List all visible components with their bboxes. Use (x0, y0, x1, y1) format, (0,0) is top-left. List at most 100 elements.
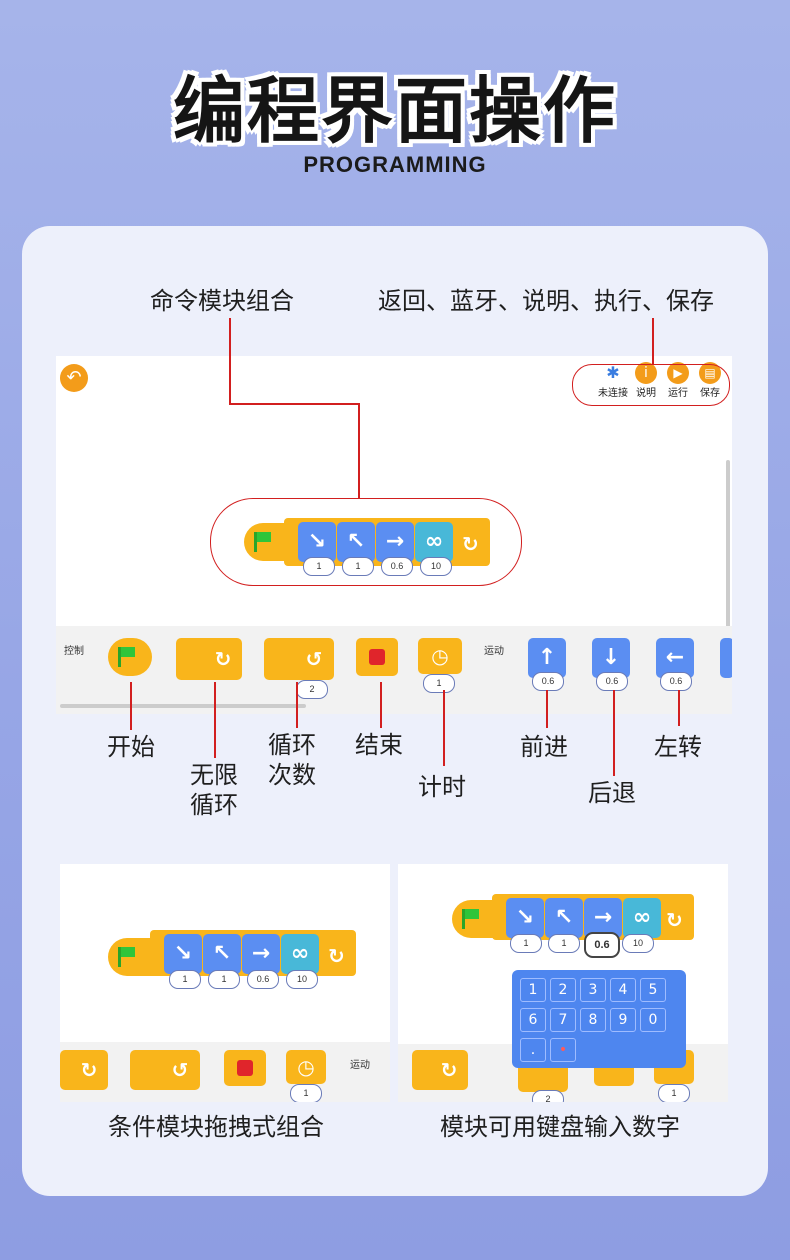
palette-stop-block[interactable] (356, 638, 398, 676)
palette-repeat-block[interactable]: ↺ (264, 638, 334, 680)
program-block-3[interactable]: → (376, 522, 414, 562)
label-toolbar: 返回、蓝牙、说明、执行、保存 (378, 287, 714, 315)
backward-pill[interactable]: 0.6 (596, 672, 628, 691)
info-icon: i (635, 362, 657, 384)
palette-start-block[interactable] (108, 638, 152, 676)
horizontal-scrollbar[interactable] (60, 704, 306, 708)
timer-pill[interactable]: 1 (658, 1084, 690, 1102)
category-motion[interactable]: 运动 (350, 1060, 370, 1071)
loop-icon: ↻ (328, 944, 345, 968)
page-title: 编程界面操作 (172, 69, 617, 153)
label-end: 结束 (355, 731, 403, 759)
page-subtitle: PROGRAMMING (303, 152, 487, 177)
category-control[interactable]: 控制 (64, 646, 84, 657)
drag-demo-screen: ↻ ↘ ↖ → ∞ 1 1 0.6 10 ↻ ↺ ◷ 1 运动 (60, 864, 390, 1102)
run-button[interactable]: ▶ 运行 (666, 362, 690, 399)
connector-line (380, 682, 382, 728)
program-block-2[interactable]: ↖ (203, 934, 241, 974)
keyboard-demo-screen: ↻ ↘ ↖ → ∞ 1 1 0.6 10 ↻ 2 1 1 2 3 4 5 6 7… (398, 864, 728, 1102)
key-0[interactable]: 0 (640, 1008, 666, 1032)
program-block-3[interactable]: → (584, 898, 622, 938)
label-backward: 后退 (588, 779, 636, 807)
connector-line (358, 403, 360, 499)
connector-line (546, 690, 548, 728)
vertical-scrollbar[interactable] (726, 460, 730, 630)
value-pill[interactable]: 1 (548, 934, 580, 953)
label-start: 开始 (107, 733, 155, 761)
left-pill[interactable]: 0.6 (660, 672, 692, 691)
label-timer: 计时 (418, 773, 466, 801)
palette-stop-block[interactable] (224, 1050, 266, 1086)
bluetooth-button[interactable]: ✱ 未连接 (598, 362, 628, 399)
palette-forever-block[interactable]: ↻ (176, 638, 242, 680)
value-pill[interactable]: 1 (208, 970, 240, 989)
label-forward: 前进 (520, 733, 568, 761)
palette-forever-block[interactable]: ↻ (60, 1050, 108, 1090)
palette-timer-block[interactable]: ◷ (286, 1050, 326, 1084)
label-loop-count: 循环次数 (268, 731, 316, 789)
key-delete[interactable]: • (550, 1038, 576, 1062)
connector-line (214, 682, 216, 758)
repeat-count-pill[interactable]: 2 (296, 680, 328, 699)
key-dot[interactable]: . (520, 1038, 546, 1062)
key-3[interactable]: 3 (580, 978, 606, 1002)
key-7[interactable]: 7 (550, 1008, 576, 1032)
palette-right-block[interactable] (720, 638, 732, 678)
program-block-4[interactable]: ∞ (623, 898, 661, 938)
number-keypad: 1 2 3 4 5 6 7 8 9 0 . • (512, 970, 686, 1068)
value-pill[interactable]: 1 (342, 557, 374, 576)
value-pill[interactable]: 1 (510, 934, 542, 953)
program-block-1[interactable]: ↘ (164, 934, 202, 974)
info-button[interactable]: i 说明 (634, 362, 658, 399)
key-2[interactable]: 2 (550, 978, 576, 1002)
value-pill[interactable]: 1 (303, 557, 335, 576)
back-button[interactable]: ↶ (60, 364, 88, 392)
program-block-1[interactable]: ↘ (506, 898, 544, 938)
value-pill[interactable]: 10 (420, 557, 452, 576)
palette-timer-block[interactable]: ◷ (418, 638, 462, 674)
bluetooth-icon: ✱ (606, 363, 620, 382)
palette-repeat-block[interactable]: ↺ (130, 1050, 200, 1090)
key-1[interactable]: 1 (520, 978, 546, 1002)
connector-line (296, 682, 298, 728)
value-pill[interactable]: 0.6 (381, 557, 413, 576)
palette-backward-block[interactable]: ↓ (592, 638, 630, 678)
run-label: 运行 (668, 388, 688, 399)
program-block-4[interactable]: ∞ (415, 522, 453, 562)
connector-line (652, 318, 654, 364)
start-flag-block[interactable] (452, 900, 498, 938)
value-pill[interactable]: 0.6 (247, 970, 279, 989)
palette-forward-block[interactable]: ↑ (528, 638, 566, 678)
caption-right: 模块可用键盘输入数字 (440, 1113, 680, 1141)
start-flag-block[interactable] (108, 938, 154, 976)
key-9[interactable]: 9 (610, 1008, 636, 1032)
program-block-1[interactable]: ↘ (298, 522, 336, 562)
program-highlight (210, 498, 522, 586)
key-8[interactable]: 8 (580, 1008, 606, 1032)
palette-forever-block[interactable]: ↻ (412, 1050, 468, 1090)
value-pill[interactable]: 1 (169, 970, 201, 989)
main-screen: ↶ ✱ 未连接 i 说明 ▶ 运行 ▤ 保存 ↻ ↘ ↖ → ∞ 1 1 0.6… (56, 356, 732, 714)
selected-value-pill[interactable]: 0.6 (584, 932, 620, 958)
key-5[interactable]: 5 (640, 978, 666, 1002)
value-pill[interactable]: 10 (286, 970, 318, 989)
category-motion[interactable]: 运动 (484, 646, 504, 657)
key-4[interactable]: 4 (610, 978, 636, 1002)
value-pill[interactable]: 10 (622, 934, 654, 953)
stop-icon (237, 1060, 253, 1076)
stop-icon (369, 649, 385, 665)
program-block-3[interactable]: → (242, 934, 280, 974)
timer-pill[interactable]: 1 (423, 674, 455, 693)
connector-line (613, 690, 615, 776)
repeat-count-pill[interactable]: 2 (532, 1090, 564, 1102)
palette-left-block[interactable]: ← (656, 638, 694, 678)
program-block-2[interactable]: ↖ (545, 898, 583, 938)
forward-pill[interactable]: 0.6 (532, 672, 564, 691)
program-block-4[interactable]: ∞ (281, 934, 319, 974)
loop-icon: ↻ (462, 532, 479, 556)
key-6[interactable]: 6 (520, 1008, 546, 1032)
label-infinite-loop: 无限循环 (190, 761, 238, 819)
connector-line (229, 318, 231, 404)
program-block-2[interactable]: ↖ (337, 522, 375, 562)
timer-pill[interactable]: 1 (290, 1084, 322, 1102)
